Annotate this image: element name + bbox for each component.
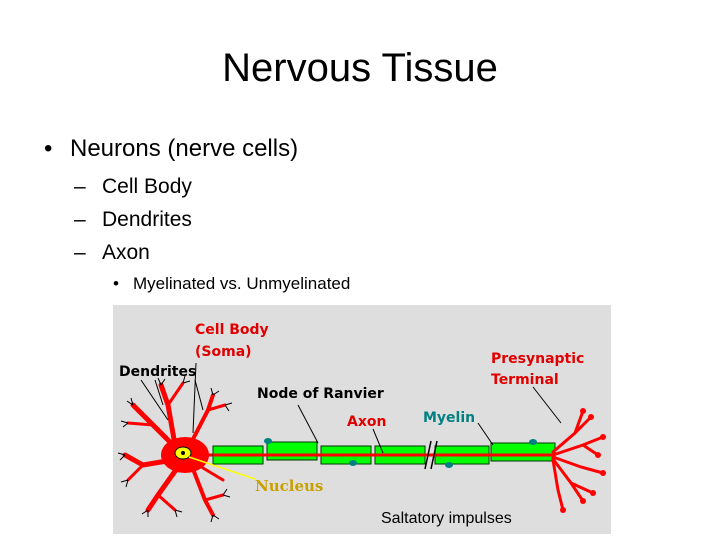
sub-bullet-list: –Cell Body –Dendrites –Axon (74, 170, 192, 269)
neuron-diagram: Cell Body (Soma) Dendrites Node of Ranvi… (113, 305, 611, 534)
sub-bullet-text: Axon (102, 241, 150, 264)
axon-break (424, 440, 438, 470)
bullet-neurons: • Neurons (nerve cells) (44, 134, 298, 164)
sub-bullet-dendrites: –Dendrites (74, 203, 192, 236)
label-cell-body: Cell Body (195, 322, 269, 338)
bullet-marker: • (44, 135, 53, 162)
dash-marker: – (74, 208, 86, 231)
leader-lines (140, 362, 562, 454)
cell-body-shape (122, 381, 227, 517)
axon-terminal (551, 409, 605, 512)
dendrite-tips (117, 375, 233, 523)
bullet-neurons-text: Neurons (nerve cells) (70, 135, 299, 162)
myelin-sheath (212, 438, 556, 468)
sub-bullet-axon: –Axon (74, 236, 192, 269)
sub-bullet-cell-body: –Cell Body (74, 170, 192, 203)
figure-caption: Saltatory impulses (381, 510, 512, 527)
label-node-of-ranvier: Node of Ranvier (257, 386, 384, 402)
dash-marker: – (74, 175, 86, 198)
dash-marker: – (74, 241, 86, 264)
bullet-myelinated: • Myelinated vs. Unmyelinated (113, 273, 350, 295)
synaptic-knobs (560, 408, 606, 513)
label-dendrites: Dendrites (119, 364, 196, 380)
nucleus-leader (188, 456, 256, 480)
bullet-myelinated-text: Myelinated vs. Unmyelinated (133, 274, 351, 293)
label-presynaptic: Presynaptic (491, 351, 584, 367)
label-terminal: Terminal (491, 372, 559, 388)
slide-title: Nervous Tissue (222, 46, 498, 90)
label-axon: Axon (347, 414, 386, 430)
bullet-marker: • (113, 274, 119, 293)
sub-bullet-text: Dendrites (102, 208, 192, 231)
nucleolus-shape (181, 451, 185, 455)
label-nucleus: Nucleus (255, 477, 323, 495)
label-soma: (Soma) (195, 344, 252, 360)
label-myelin: Myelin (423, 410, 475, 426)
sub-bullet-text: Cell Body (102, 175, 192, 198)
neuron-illustration: Cell Body (Soma) Dendrites Node of Ranvi… (117, 322, 606, 523)
